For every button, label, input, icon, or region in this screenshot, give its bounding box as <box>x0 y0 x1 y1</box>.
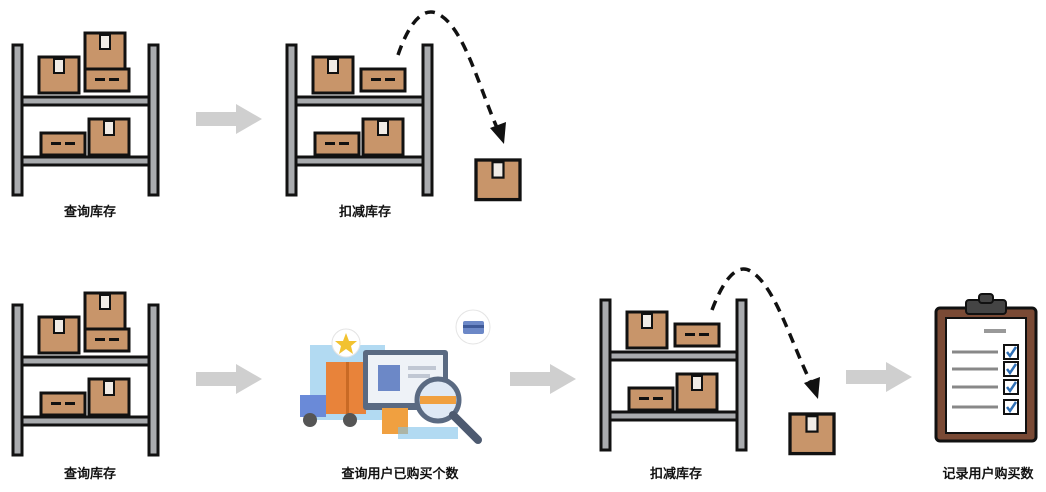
shelf-icon <box>11 291 160 457</box>
shelf-icon <box>599 298 748 452</box>
step-label-query-user-purchases: 查询用户已购买个数 <box>341 467 459 482</box>
box-icon <box>788 412 836 456</box>
step-label-deduct-stock: 扣减库存 <box>649 467 702 482</box>
step-label-query-stock: 查询库存 <box>63 467 116 482</box>
step-label-deduct-stock: 扣减库存 <box>338 205 391 220</box>
shopping-illustration-icon <box>300 309 491 444</box>
dashed-arc-arrow-icon <box>710 267 820 399</box>
shelf-icon <box>285 43 434 197</box>
box-icon <box>474 158 522 202</box>
shelf-icon <box>11 31 160 197</box>
arrow-right-icon <box>196 364 262 394</box>
step-label-record-purchase-count: 记录用户购买数 <box>942 467 1034 482</box>
clipboard-checklist-icon <box>934 293 1038 443</box>
dashed-arc-arrow-icon <box>396 10 506 144</box>
arrow-right-icon <box>510 364 576 394</box>
step-label-query-stock: 查询库存 <box>63 205 116 220</box>
arrow-right-icon <box>846 362 912 392</box>
arrow-right-icon <box>196 104 262 134</box>
